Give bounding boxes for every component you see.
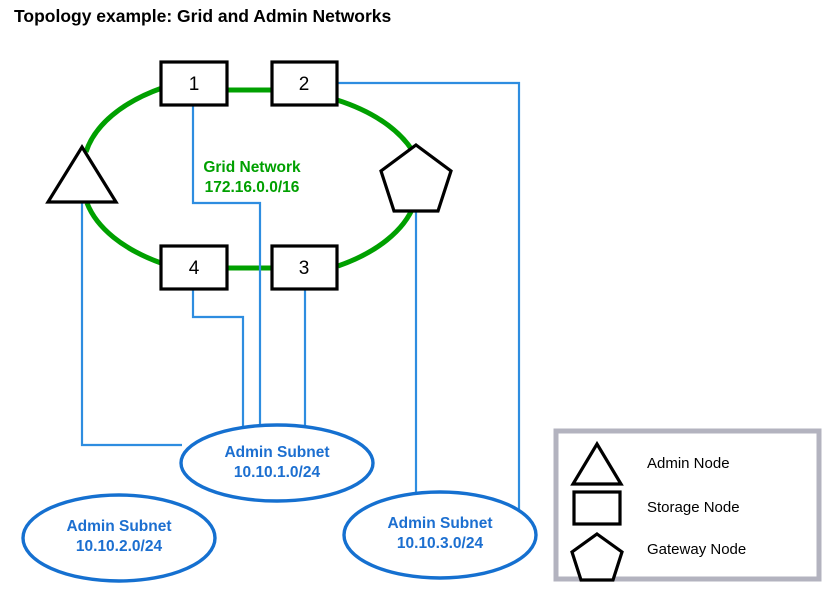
node-3[interactable]: 3 (270, 244, 339, 291)
green-arc-node4-to-admin (84, 202, 162, 266)
blue-link-node2-subnet3 (337, 81, 521, 516)
node-1-shape[interactable] (159, 60, 229, 107)
subnet-2-name: Admin Subnet (66, 518, 171, 535)
subnet-1[interactable]: Admin Subnet 10.10.1.0/24 (179, 423, 375, 503)
subnet-1-name: Admin Subnet (224, 444, 329, 461)
green-arc-gateway-to-node3 (337, 204, 417, 269)
grid-network-name: Grid Network (203, 159, 301, 176)
legend-pentagon-icon (570, 532, 624, 582)
gateway-node[interactable] (379, 143, 453, 213)
subnet-1-cidr: 10.10.1.0/24 (234, 464, 321, 481)
blue-link-adminnode-subnet1 (80, 202, 182, 447)
subnet-3-cidr: 10.10.3.0/24 (397, 535, 484, 552)
node-1[interactable]: 1 (159, 60, 229, 107)
node-4-shape[interactable] (159, 244, 229, 291)
legend-label-storage-node: Storage Node (647, 499, 740, 516)
grid-network-ring (83, 85, 417, 271)
subnet-1-shape[interactable] (179, 423, 375, 503)
node-2[interactable]: 2 (270, 60, 339, 107)
node-4-label: 4 (189, 258, 200, 279)
grid-network-cidr: 172.16.0.0/16 (205, 179, 300, 196)
blue-link-node1-subnet1 (191, 105, 262, 432)
legend-rectangle-icon (572, 490, 622, 526)
node-2-label: 2 (299, 74, 310, 95)
subnet-2-cidr: 10.10.2.0/24 (76, 538, 163, 555)
legend-label-gateway-node: Gateway Node (647, 541, 746, 558)
node-3-shape[interactable] (270, 244, 339, 291)
node-3-label: 3 (299, 258, 310, 279)
node-4[interactable]: 4 (159, 244, 229, 291)
node-1-label: 1 (189, 74, 200, 95)
grid-network-label: Grid Network 172.16.0.0/16 (203, 159, 301, 196)
subnet-3-shape[interactable] (342, 490, 538, 580)
subnet-2-shape[interactable] (21, 493, 217, 583)
page-title: Topology example: Grid and Admin Network… (14, 6, 392, 26)
admin-network-links (80, 81, 521, 516)
gateway-node-pentagon-icon[interactable] (379, 143, 453, 213)
node-2-shape[interactable] (270, 60, 339, 107)
legend-label-admin-node: Admin Node (647, 455, 730, 472)
subnet-2[interactable]: Admin Subnet 10.10.2.0/24 (21, 493, 217, 583)
legend-triangle-icon (570, 440, 624, 486)
admin-node-triangle-icon[interactable] (45, 143, 119, 204)
green-arc-admin-to-node1 (83, 85, 163, 153)
blue-link-node4-subnet1 (191, 288, 245, 434)
subnet-3-name: Admin Subnet (387, 515, 492, 532)
subnet-3[interactable]: Admin Subnet 10.10.3.0/24 (342, 490, 538, 580)
green-arc-node2-to-gateway (336, 97, 415, 152)
admin-node[interactable] (45, 143, 119, 204)
legend: Admin Node Storage Node Gateway Node (553, 428, 822, 582)
